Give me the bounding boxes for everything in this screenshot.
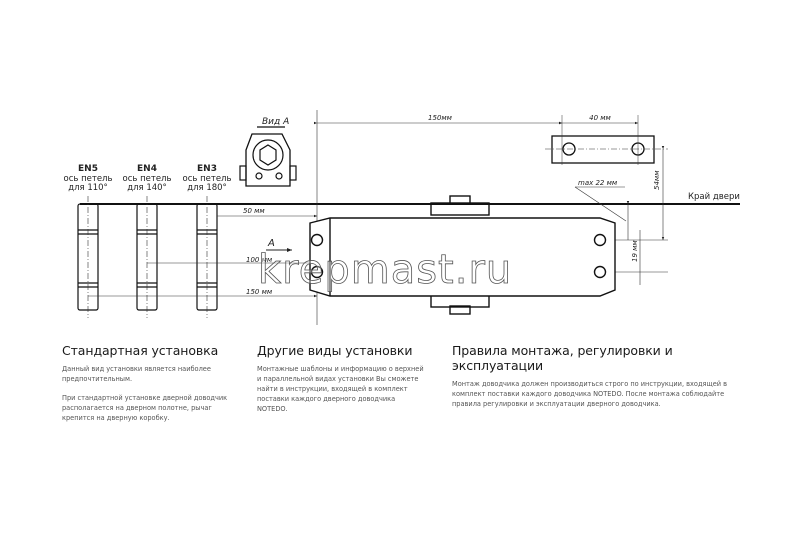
arrow-a-label: А (267, 238, 275, 249)
dim-40: 40 мм (589, 114, 611, 122)
svg-text:ось петель: ось петель (64, 174, 113, 184)
hinge-label-en3: EN3 ось петель для 180° (183, 164, 232, 193)
watermark: krepmast.ru (258, 247, 512, 293)
svg-text:EN3: EN3 (197, 164, 217, 174)
section-rules: Правила монтажа, регулировки и эксплуата… (452, 343, 752, 418)
hinge-label-en4: EN4 ось петель для 140° (123, 164, 172, 193)
hinge-label-en5: EN5 ось петель для 110° (64, 164, 113, 193)
dim-150-top: 150мм (428, 114, 453, 122)
section-text: При стандартной установке дверной доводч… (62, 394, 228, 422)
dim-50: 50 мм (243, 207, 265, 215)
door-edge-label: Край двери (688, 192, 740, 202)
section-title: Другие виды установки (257, 343, 413, 358)
dim-19: 19 мм (631, 240, 639, 262)
section-text: Данный вид установки является наиболее п… (62, 365, 211, 383)
section-text: Монтажные шаблоны и информацию о верхней… (257, 365, 424, 413)
svg-text:для 180°: для 180° (187, 183, 227, 193)
section-title: Стандартная установка (62, 343, 219, 358)
svg-text:Вид А: Вид А (262, 117, 289, 127)
bracket-plate (551, 135, 655, 164)
svg-text:EN5: EN5 (78, 164, 98, 174)
svg-text:для 140°: для 140° (127, 183, 167, 193)
dim-150-bottom: 150 мм (246, 288, 273, 296)
door-closer-body (309, 195, 616, 315)
dim-54: 54мм (653, 170, 661, 190)
dim-max22: max 22 мм (578, 179, 618, 187)
section-other-installs: Другие виды установки Монтажные шаблоны … (257, 343, 425, 423)
svg-text:ось петель: ось петель (123, 174, 172, 184)
dim-100: 100 мм (246, 256, 273, 264)
section-title: Правила монтажа, регулировки и эксплуата… (452, 343, 673, 373)
svg-text:EN4: EN4 (137, 164, 157, 174)
view-a-sketch: Вид А (239, 117, 297, 187)
svg-text:для 110°: для 110° (68, 183, 108, 193)
hinge-columns (77, 203, 218, 311)
section-standard-install: Стандартная установка Данный вид установ… (62, 343, 242, 432)
section-text: Монтаж доводчика должен производиться ст… (452, 380, 728, 408)
installation-diagram: EN5 ось петель для 110° EN4 ось петель д… (64, 110, 740, 325)
svg-text:ось петель: ось петель (183, 174, 232, 184)
